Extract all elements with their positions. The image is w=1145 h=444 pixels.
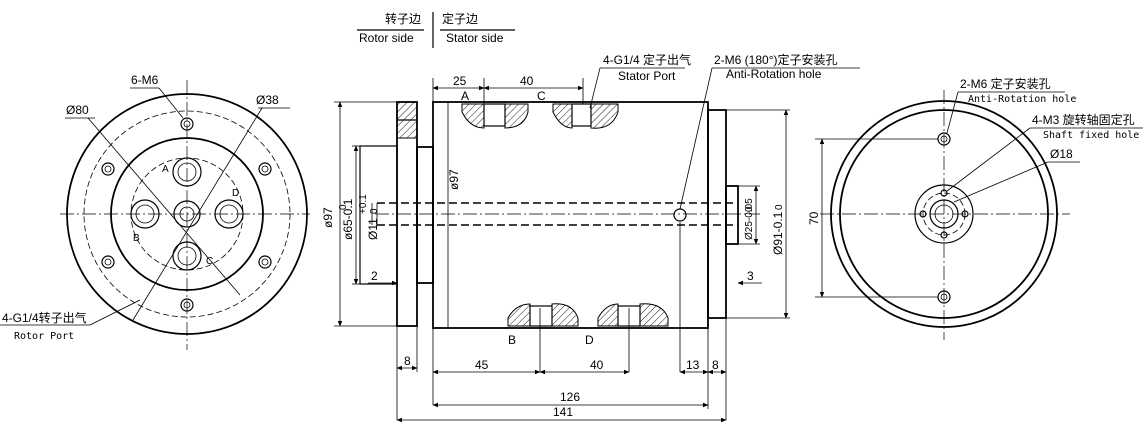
dim-91: Ø91-0.1 [771,211,785,255]
rotor-side-cn: 转子边 [385,11,421,26]
stator-port-en: Stator Port [618,69,676,83]
shaft-fixed-cn: 4-M3 旋转轴固定孔 [1032,112,1135,127]
right-d18-label: Ø18 [1050,147,1073,161]
side-port-c-label: C [537,89,546,103]
left-ports [130,157,244,271]
dim-141: 141 [553,405,573,419]
dim-65: ø65-0.1 [341,198,355,240]
dim-70: 70 [807,211,821,225]
dim-25-shaft: Ø25-0.05 [744,198,755,240]
left-outer-flange [66,93,308,335]
left-port-d-label: D [232,188,239,199]
stator-port-cn: 4-G1/4 定子出气 [603,52,691,67]
dim-8-left: 8 [404,354,411,368]
dim-40-top: 40 [520,74,534,88]
left-center-bore [173,200,201,228]
dim-13: 13 [686,358,700,372]
right-anti-rotation-en: Anti-Rotation hole [968,94,1076,105]
right-shaft-boss [914,184,974,244]
stator-side-cn: 定子边 [442,11,478,26]
left-bolt-holes [101,117,272,312]
dim-3: 3 [747,269,754,283]
dim-2: 2 [371,269,378,283]
side-view: A C B D 25 40 4-G1/4 定子出气 Stator Port 2-… [321,52,860,423]
left-port-b-label: B [133,233,140,244]
svg-text:0: 0 [774,204,785,210]
right-outer-body [830,100,1058,328]
svg-text:0: 0 [338,204,349,210]
left-m6-label: 6-M6 [131,73,159,87]
side-port-b-label: B [508,333,516,347]
dim-126: 126 [560,390,580,404]
anti-rotation-en: Anti-Rotation hole [726,67,822,81]
left-port-c-label: C [206,256,213,267]
svg-text:0: 0 [744,206,755,212]
dim-97-outer: ø97 [321,207,335,228]
side-anti-rotation-hole [673,208,687,222]
left-inner-body [110,137,264,291]
rotor-port-en: Rotor Port [14,331,74,342]
rotor-port-cn: 4-G1/4转子出气 [2,310,87,325]
right-m3-holes [919,189,969,239]
dim-97-inner: ø97 [447,169,461,190]
left-bolt-circle [83,110,291,318]
left-d38-label: Ø38 [256,93,279,107]
left-view: A D C B 6-M6 Ø80 Ø38 4-G1/4转子出气 Rotor Po… [0,73,310,350]
dim-11: Ø11 [366,218,380,240]
anti-rotation-cn: 2-M6 (180°)定子安装孔 [714,52,838,67]
dim-45: 45 [475,358,489,372]
svg-text:0: 0 [369,208,380,214]
dim-8-right: 8 [712,358,719,372]
rotor-side-en: Rotor side [359,31,414,45]
left-port-a-label: A [162,164,169,175]
stator-side-en: Stator side [446,31,504,45]
dim-25: 25 [453,74,467,88]
svg-text:+0.1: +0.1 [358,194,369,214]
right-anti-rotation-cn: 2-M6 定子安装孔 [960,76,1051,91]
shaft-fixed-en: Shaft fixed hole [1043,130,1139,141]
side-main-body [432,101,709,329]
left-d80-label: Ø80 [66,103,89,117]
side-port-d-label: D [585,333,594,347]
side-port-a-label: A [461,89,469,103]
dim-40-bottom: 40 [590,358,604,372]
right-view: 70 2-M6 定子安装孔 Anti-Rotation hole 4-M3 旋转… [807,76,1143,340]
header-legend: 转子边 Rotor side 定子边 Stator side [357,11,515,48]
